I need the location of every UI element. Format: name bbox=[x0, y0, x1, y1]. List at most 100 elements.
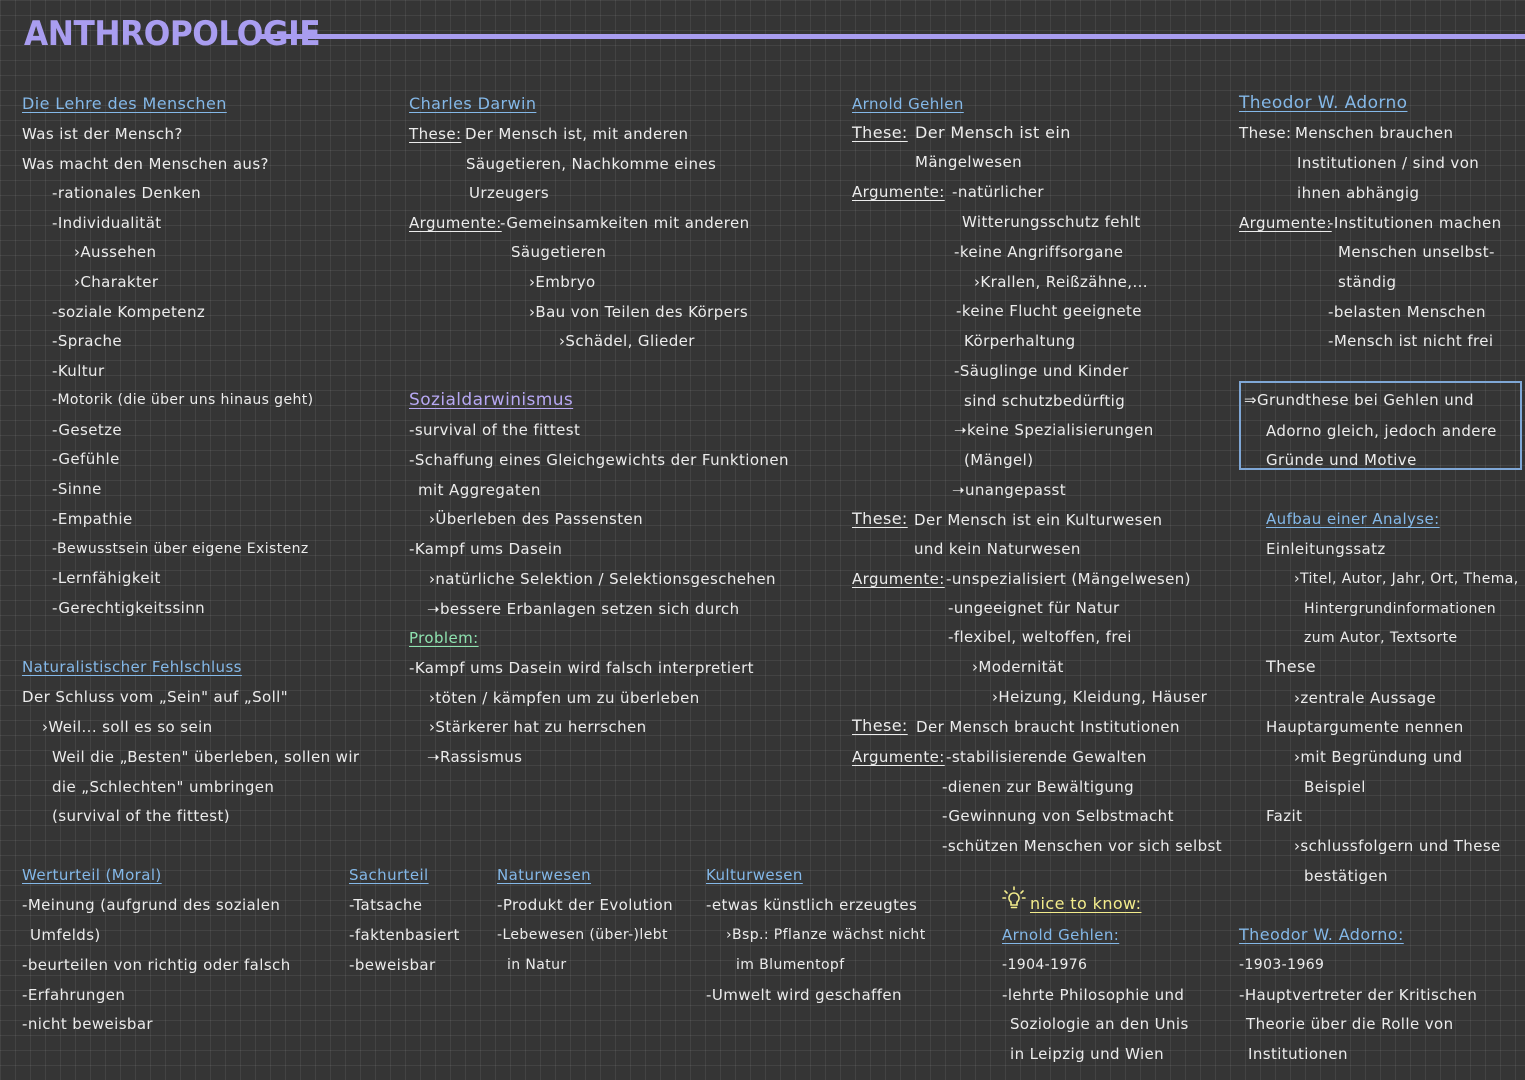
heading-gehlen: Arnold Gehlen bbox=[852, 95, 964, 113]
text-line: -Gemeinsamkeiten mit anderen bbox=[500, 214, 750, 232]
text-line: Weil die „Besten" überleben, sollen wir bbox=[52, 748, 360, 766]
text-line: -etwas künstlich erzeugtes bbox=[706, 896, 918, 914]
text-line: -Lebewesen (über-)lebt bbox=[497, 927, 668, 943]
text-line: These bbox=[1266, 657, 1316, 676]
text-line: Der Mensch ist ein Kulturwesen bbox=[914, 511, 1163, 529]
text-line: ihnen abhängig bbox=[1297, 184, 1420, 202]
text-line: -ungeeignet für Natur bbox=[948, 599, 1120, 617]
text-line: -Mensch ist nicht frei bbox=[1328, 332, 1494, 350]
text-line: -survival of the fittest bbox=[409, 421, 581, 439]
text-line: -Individualität bbox=[52, 214, 162, 232]
text-line: -Lernfähigkeit bbox=[52, 569, 161, 587]
text-line: -Gesetze bbox=[52, 421, 123, 439]
text-line: ›Titel, Autor, Jahr, Ort, Thema, bbox=[1294, 571, 1519, 587]
text-line: Beispiel bbox=[1304, 778, 1366, 796]
text-line: ›Weil... soll es so sein bbox=[42, 718, 213, 736]
heading-nice-adorno: Theodor W. Adorno: bbox=[1239, 925, 1404, 944]
these-label: These: bbox=[409, 125, 462, 143]
text-line: Säugetieren bbox=[511, 243, 607, 261]
heading-werturteil: Werturteil (Moral) bbox=[22, 866, 162, 884]
text-line: ›Charakter bbox=[74, 273, 159, 291]
text-line: Institutionen / sind von bbox=[1297, 154, 1480, 172]
text-line: -unspezialisiert (Mängelwesen) bbox=[946, 570, 1191, 588]
text-line: ›Bau von Teilen des Körpers bbox=[529, 303, 749, 321]
text-line: ›Schädel, Glieder bbox=[559, 332, 695, 350]
argumente-label: Argumente: bbox=[852, 570, 945, 588]
text-line: Institutionen bbox=[1248, 1045, 1348, 1063]
text-line: Gründe und Motive bbox=[1266, 451, 1417, 469]
heading-problem: Problem: bbox=[409, 629, 479, 647]
text-line: -flexibel, weltoffen, frei bbox=[948, 628, 1132, 646]
text-line: -Motorik (die über uns hinaus geht) bbox=[52, 392, 314, 408]
text-line: ›zentrale Aussage bbox=[1294, 689, 1437, 707]
heading-nice-gehlen: Arnold Gehlen: bbox=[1002, 926, 1120, 944]
heading-lehre: Die Lehre des Menschen bbox=[22, 94, 227, 113]
text-line: ➝Rassismus bbox=[427, 748, 523, 766]
text-line: bestätigen bbox=[1304, 867, 1388, 885]
text-line: ›Überleben des Passensten bbox=[429, 510, 644, 528]
heading-adorno: Theodor W. Adorno bbox=[1239, 93, 1408, 113]
text-line: ›Krallen, Reißzähne,... bbox=[974, 273, 1148, 291]
text-line: ›Heizung, Kleidung, Häuser bbox=[992, 688, 1208, 706]
text-line: ➝keine Spezialisierungen bbox=[954, 421, 1154, 439]
text-line: die „Schlechten" umbringen bbox=[52, 778, 275, 796]
text-line: -Empathie bbox=[52, 510, 133, 528]
text-line: ›Modernität bbox=[972, 658, 1064, 676]
text-line: -faktenbasiert bbox=[349, 926, 460, 944]
text-line: Der Mensch braucht Institutionen bbox=[916, 718, 1180, 736]
text-line: (survival of the fittest) bbox=[52, 807, 230, 825]
text-line: ›natürliche Selektion / Selektionsgesche… bbox=[429, 570, 776, 588]
text-line: mit Aggregaten bbox=[418, 481, 541, 499]
text-line: Der Mensch ist, mit anderen bbox=[465, 125, 689, 143]
text-line: ⇒Grundthese bei Gehlen und bbox=[1244, 391, 1474, 409]
argumente-label: Argumente: bbox=[852, 748, 945, 766]
text-line: -keine Flucht geeignete bbox=[956, 302, 1142, 320]
text-line: -Meinung (aufgrund des sozialen bbox=[22, 896, 281, 914]
heading-darwin: Charles Darwin bbox=[409, 94, 537, 113]
text-line: -Kampf ums Dasein wird falsch interpreti… bbox=[409, 659, 754, 677]
text-line: -Institutionen machen bbox=[1328, 214, 1502, 232]
text-line: Umfelds) bbox=[30, 926, 101, 944]
text-line: -1903-1969 bbox=[1239, 957, 1325, 973]
heading-analyse: Aufbau einer Analyse: bbox=[1266, 510, 1440, 528]
text-line: ›Bsp.: Pflanze wächst nicht bbox=[726, 927, 926, 943]
heading-sachurteil: Sachurteil bbox=[349, 866, 429, 884]
heading-naturwesen: Naturwesen bbox=[497, 866, 592, 884]
text-line: ständig bbox=[1338, 273, 1397, 291]
text-line: -Bewusstsein über eigene Existenz bbox=[52, 541, 309, 557]
text-line: Mängelwesen bbox=[915, 153, 1023, 171]
text-line: -belasten Menschen bbox=[1328, 303, 1486, 321]
text-line: in Leipzig und Wien bbox=[1010, 1045, 1165, 1063]
text-line: -Erfahrungen bbox=[22, 986, 126, 1004]
text-line: Was ist der Mensch? bbox=[22, 125, 183, 143]
text-line: Körperhaltung bbox=[964, 332, 1076, 350]
grundthese-box bbox=[1239, 381, 1522, 470]
argumente-label: Argumente: bbox=[409, 214, 502, 232]
text-line: ➝bessere Erbanlagen setzen sich durch bbox=[427, 600, 740, 618]
text-line: ➝unangepasst bbox=[952, 481, 1067, 499]
text-line: -Hauptvertreter der Kritischen bbox=[1239, 986, 1478, 1004]
text-line: Theorie über die Rolle von bbox=[1246, 1015, 1454, 1033]
text-line: in Natur bbox=[507, 957, 567, 973]
text-line: Hauptargumente nennen bbox=[1266, 718, 1464, 736]
text-line: Hintergrundinformationen bbox=[1304, 601, 1497, 617]
title-divider bbox=[258, 34, 1525, 39]
text-line: -keine Angriffsorgane bbox=[954, 243, 1124, 261]
text-line: -lehrte Philosophie und bbox=[1002, 986, 1185, 1004]
text-line: -Tatsache bbox=[349, 896, 423, 914]
text-line: und kein Naturwesen bbox=[914, 540, 1081, 558]
these-label: These: bbox=[852, 509, 908, 528]
text-line: -Schaffung eines Gleichgewichts der Funk… bbox=[409, 451, 789, 469]
text-line: -Sinne bbox=[52, 480, 102, 498]
text-line: Der Mensch ist ein bbox=[915, 123, 1071, 142]
text-line: Fazit bbox=[1266, 807, 1303, 825]
text-line: -Produkt der Evolution bbox=[497, 896, 673, 914]
text-line: Urzeugers bbox=[469, 184, 550, 202]
text-line: (Mängel) bbox=[964, 451, 1034, 469]
heading-kulturwesen: Kulturwesen bbox=[706, 866, 803, 884]
text-line: -Umwelt wird geschaffen bbox=[706, 986, 902, 1004]
text-line: -Kultur bbox=[52, 362, 105, 380]
text-line: Witterungsschutz fehlt bbox=[962, 213, 1141, 231]
text-line: -natürlicher bbox=[952, 183, 1044, 201]
text-line: sind schutzbedürftig bbox=[964, 392, 1126, 410]
